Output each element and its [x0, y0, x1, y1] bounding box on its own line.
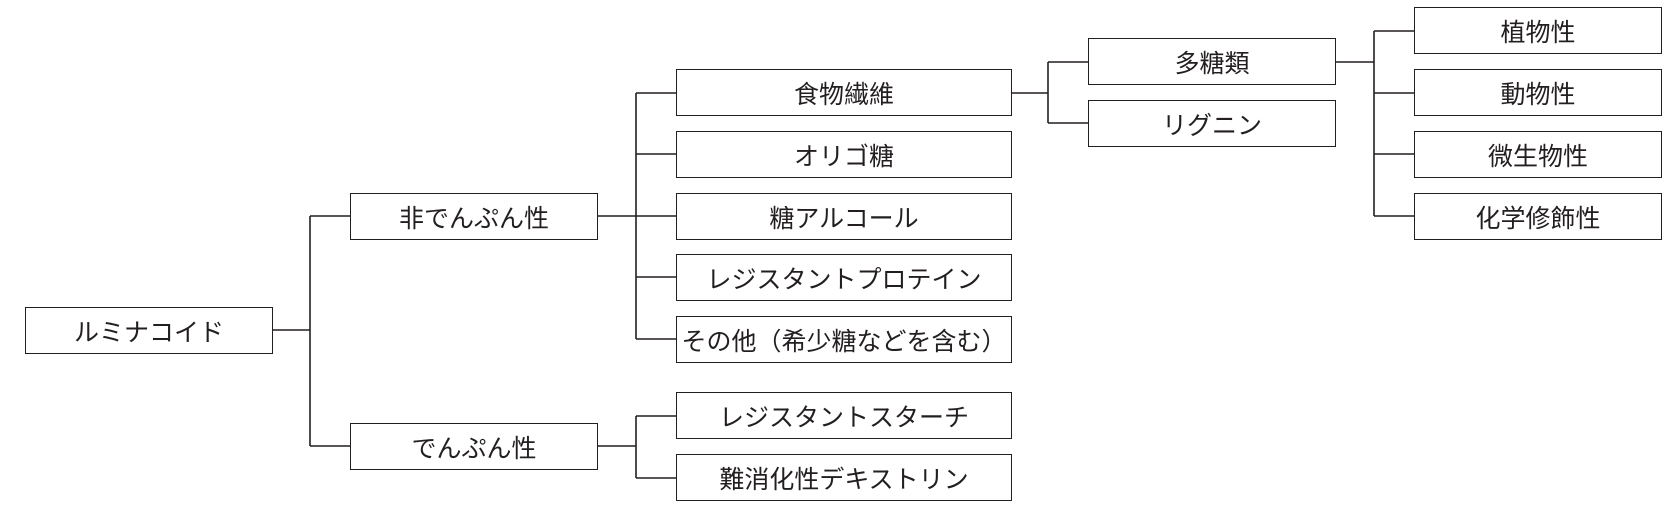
- node-label: 非でんぷん性: [398, 203, 549, 233]
- node-resistant-protein: レジスタントプロテイン: [676, 254, 1012, 301]
- node-label: オリゴ糖: [793, 141, 894, 171]
- node-label: 食物繊維: [793, 79, 894, 109]
- node-starch: でんぷん性: [350, 423, 598, 470]
- node-indigestible-dextrin: 難消化性デキストリン: [676, 454, 1012, 501]
- node-non-starch: 非でんぷん性: [350, 193, 598, 240]
- connector-starch: [596, 415, 676, 479]
- node-sugar-alcohol: 糖アルコール: [676, 193, 1012, 240]
- node-microbial: 微生物性: [1414, 131, 1662, 178]
- node-luminacoid: ルミナコイド: [25, 307, 273, 354]
- connector-fiber: [1010, 61, 1088, 124]
- node-chemically-modified: 化学修飾性: [1414, 193, 1662, 240]
- node-dietary-fiber: 食物繊維: [676, 69, 1012, 116]
- node-label: ルミナコイド: [73, 317, 224, 347]
- node-label: 化学修飾性: [1475, 203, 1601, 233]
- node-label: その他（希少糖などを含む）: [681, 326, 1007, 356]
- node-label: リグニン: [1161, 110, 1262, 140]
- node-lignin: リグニン: [1088, 100, 1336, 147]
- node-resistant-starch: レジスタントスターチ: [676, 392, 1012, 439]
- node-label: でんぷん性: [411, 433, 537, 463]
- node-label: レジスタントスターチ: [718, 402, 969, 432]
- node-label: 難消化性デキストリン: [719, 464, 969, 494]
- node-plant: 植物性: [1414, 7, 1662, 54]
- node-oligosaccharide: オリゴ糖: [676, 131, 1012, 178]
- node-others: その他（希少糖などを含む）: [676, 316, 1012, 363]
- node-label: 糖アルコール: [769, 203, 919, 233]
- node-polysaccharide: 多糖類: [1088, 38, 1336, 85]
- connector-polysaccharide: [1334, 30, 1414, 217]
- node-animal: 動物性: [1414, 69, 1662, 116]
- node-label: 植物性: [1500, 17, 1576, 47]
- node-label: 動物性: [1500, 79, 1576, 109]
- node-label: レジスタントプロテイン: [706, 264, 982, 294]
- connector-root: [270, 215, 350, 447]
- connector-non-starch: [596, 92, 676, 340]
- node-label: 微生物性: [1487, 141, 1588, 171]
- node-label: 多糖類: [1174, 48, 1250, 78]
